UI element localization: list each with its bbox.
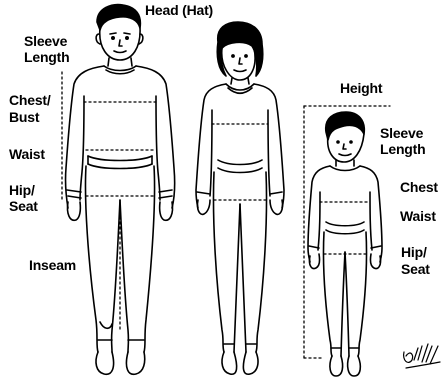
child-waist-label: Waist [400,209,436,224]
woman-figure [196,22,284,374]
child-hip-seat-label-line-2: Seat [401,262,430,277]
child-figure [304,106,390,376]
waist-label: Waist [9,147,45,162]
hip-seat-label-line-2: Seat [9,199,38,214]
hip-seat-label-line-1: Hip/ [9,183,35,198]
chest-bust-label-line-1: Chest/ [9,93,51,108]
child-chest-label: Chest [400,180,438,195]
sleeve-length-label-line-2: Length [24,50,69,65]
inseam-label: Inseam [29,258,76,273]
chest-bust-label-line-2: Bust [9,110,39,125]
head-hat-label: Head (Hat) [145,3,213,18]
sleeve-length-label-line-1: Sleeve [24,34,67,49]
child-sleeve-length-label-line-2: Length [380,142,425,157]
artist-signature [404,344,440,368]
child-hip-seat-label-line-1: Hip/ [401,245,427,260]
man-figure [62,5,175,375]
height-label: Height [340,81,382,96]
child-sleeve-length-label-line-1: Sleeve [380,126,423,141]
